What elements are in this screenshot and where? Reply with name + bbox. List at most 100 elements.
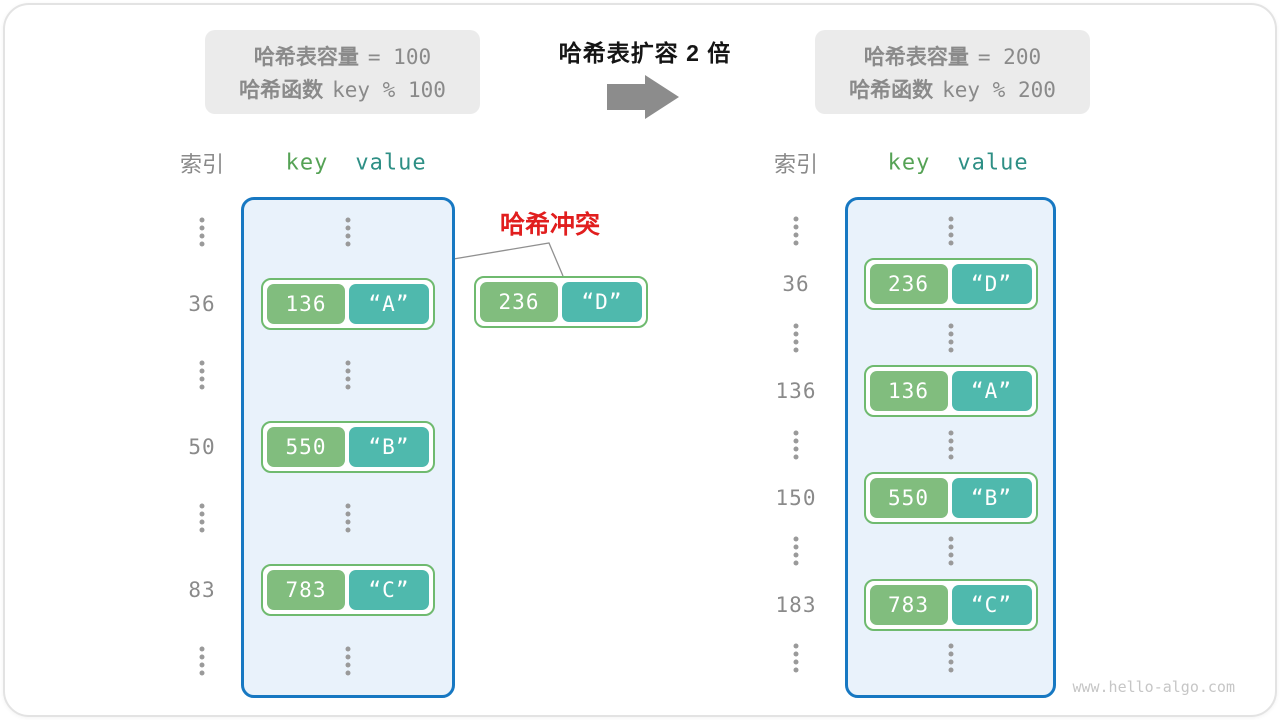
- ellipsis-dot: [199, 527, 205, 533]
- ellipsis-dot: [948, 643, 953, 649]
- capacity-label: 哈希表容量: [253, 45, 359, 69]
- ellipsis-dot: [345, 384, 351, 390]
- ellipsis-dot: [793, 438, 799, 444]
- index-label: 150: [775, 486, 817, 510]
- ellipsis-dot: [199, 384, 205, 390]
- ellipsis-dot: [948, 240, 953, 246]
- pair-key: 136: [869, 371, 948, 412]
- ellipsis-dot: [793, 643, 799, 649]
- key-header-left: key: [285, 150, 329, 176]
- ellipsis-dot: [345, 360, 351, 366]
- ellipsis-dot: [793, 560, 799, 566]
- ellipsis-dots: [793, 643, 799, 673]
- ellipsis-dot: [948, 659, 953, 665]
- ellipsis-dots: [345, 217, 351, 247]
- ellipsis-dot: [199, 217, 205, 223]
- ellipsis-dot: [345, 527, 351, 533]
- ellipsis-dot: [199, 360, 205, 366]
- pair-box: 236“D”: [863, 258, 1038, 311]
- hash-function-value: key % 100: [332, 77, 446, 102]
- ellipsis-dot: [793, 224, 799, 230]
- hash-table-after: 236“D” 136“A” 550“B” 783“C”: [845, 197, 1056, 698]
- ellipsis-dots: [948, 323, 953, 353]
- hash-collision-label: 哈希冲突: [499, 211, 600, 239]
- pair-key: 783: [267, 569, 345, 610]
- ellipsis-dot: [948, 536, 953, 542]
- ellipsis-dot: [199, 646, 205, 652]
- ellipsis-dot: [948, 552, 953, 558]
- ellipsis-dot: [345, 233, 351, 239]
- ellipsis-dot: [199, 511, 205, 517]
- ellipsis-dot: [793, 216, 799, 222]
- hash-function-label: 哈希函数: [239, 78, 324, 102]
- pair-value: “B”: [951, 478, 1032, 518]
- ellipsis-dot: [345, 225, 351, 231]
- ellipsis-dot: [199, 670, 205, 676]
- ellipsis-dot: [948, 331, 953, 337]
- ellipsis-dot: [199, 654, 205, 660]
- ellipsis-dots: [948, 536, 953, 566]
- ellipsis-dot: [793, 232, 799, 238]
- ellipsis-dots: [345, 503, 351, 533]
- ellipsis-dot: [199, 376, 205, 382]
- ellipsis-dot: [948, 446, 953, 452]
- ellipsis-dot: [793, 536, 799, 542]
- ellipsis-dot: [199, 225, 205, 231]
- pair-box: 783“C”: [863, 578, 1038, 631]
- index-label: 136: [775, 379, 817, 404]
- ellipsis-dot: [345, 646, 351, 652]
- hash-function-label: 哈希函数: [849, 78, 934, 102]
- pair-value: “A”: [951, 371, 1032, 412]
- ellipsis-dot: [948, 224, 953, 230]
- ellipsis-dot: [345, 503, 351, 509]
- capacity-value: = 100: [367, 44, 432, 69]
- ellipsis-dot: [948, 339, 953, 345]
- pair-value: “D”: [951, 264, 1032, 305]
- pair-key: 783: [869, 584, 948, 625]
- ellipsis-dots: [793, 536, 799, 566]
- ellipsis-dots: [199, 646, 205, 676]
- pair-key: 236: [480, 282, 558, 322]
- ellipsis-dot: [345, 241, 351, 247]
- ellipsis-dot: [793, 339, 799, 345]
- hash-function-line: 哈希函数 key % 100: [239, 74, 446, 104]
- ellipsis-dot: [948, 544, 953, 550]
- ellipsis-dot: [948, 560, 953, 566]
- pair-value: “D”: [562, 282, 642, 322]
- ellipsis-dot: [199, 519, 205, 525]
- pair-key: 236: [869, 264, 948, 305]
- pair-key: 550: [267, 426, 345, 467]
- index-header-left: 索引: [179, 152, 225, 177]
- value-header-right: value: [957, 150, 1029, 176]
- ellipsis-dot: [199, 662, 205, 668]
- expand-title: 哈希表扩容 2 倍: [558, 40, 732, 66]
- value-header-left: value: [355, 150, 427, 176]
- collision-pair-box: 236 “D”: [474, 276, 648, 328]
- ellipsis-dot: [948, 667, 953, 673]
- pair-box: 136“A”: [863, 365, 1038, 418]
- ellipsis-dot: [793, 544, 799, 550]
- ellipsis-dot: [793, 552, 799, 558]
- ellipsis-dots: [793, 216, 799, 246]
- index-label: 36: [188, 291, 216, 316]
- pair-value: “A”: [349, 283, 429, 324]
- ellipsis-dots: [199, 360, 205, 390]
- ellipsis-dot: [948, 438, 953, 444]
- pair-key: 136: [267, 283, 345, 324]
- ellipsis-dot: [345, 376, 351, 382]
- card-background: [3, 3, 1277, 717]
- pair-key: 550: [869, 478, 948, 518]
- capacity-box-after: 哈希表容量 = 200 哈希函数 key % 200: [815, 30, 1090, 114]
- ellipsis-dot: [948, 454, 953, 460]
- ellipsis-dot: [345, 662, 351, 668]
- ellipsis-dot: [345, 511, 351, 517]
- capacity-value: = 200: [977, 44, 1042, 69]
- ellipsis-dots: [345, 646, 351, 676]
- ellipsis-dots: [199, 503, 205, 533]
- index-header-right: 索引: [773, 152, 819, 177]
- pair-box: 550“B”: [261, 420, 435, 473]
- index-label: 36: [782, 272, 810, 297]
